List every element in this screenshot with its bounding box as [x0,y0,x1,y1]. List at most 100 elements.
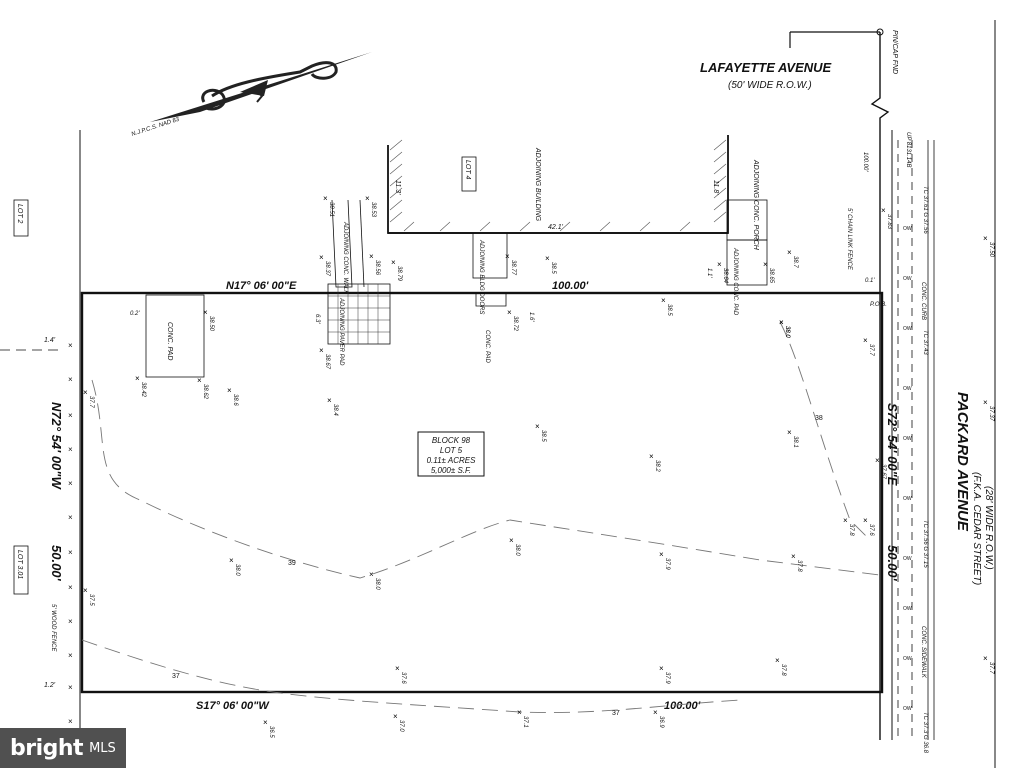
chain-fence-label: 5' CHAIN LINK FENCE [846,208,852,271]
spot-mark: × [659,550,664,559]
lot4-label: LOT 4 [464,160,471,180]
north-distance: 100.00' [552,280,589,292]
spot-elevations: ×38.51×38.53×38.56×38.37×38.79×38.77×38.… [83,194,994,738]
spot-elevation-label: 37.7 [868,344,874,356]
svg-text:OW: OW [903,656,912,662]
conc-pad-a-label: CONC. PAD [166,322,173,360]
spot-elevation-label: 38.6 [232,394,238,406]
svg-text:OW: OW [903,606,912,612]
pin-cap-marker [789,28,890,740]
lot3-label: LOT 3.01 [16,550,23,579]
spot-elevation-label: 37.83 [886,214,892,230]
packard-row-label: (28' WIDE R.O.W.) [983,486,994,570]
spot-mark: × [763,260,768,269]
conc-sidewalk-label: CONC. SIDEWALK [920,626,926,679]
up-label: UP 8131.14B [905,132,911,167]
spot-mark: × [659,664,664,673]
lot-info-box [417,431,485,477]
spot-elevation-label: 38.37 [324,261,330,277]
lot-block: BLOCK 98 [432,436,471,445]
dim-01: 0.1' [865,278,875,284]
spot-elevation-label: 38.7 [792,256,798,268]
spot-mark: × [661,296,666,305]
spot-mark: × [203,308,208,317]
contour-38-label: 38 [815,415,823,422]
svg-text:×: × [68,513,73,522]
svg-text:×: × [68,375,73,384]
north-arrow-label: N.J.P.C.S. NAD 83 [131,117,181,138]
spot-elevation-label: 37.37 [988,406,994,422]
spot-mark: × [881,206,886,215]
spot-mark: × [369,252,374,261]
svg-text:×: × [68,341,73,350]
dim-63: 6.3' [314,314,320,324]
spot-elevation-label: 38.0 [514,544,520,556]
spot-mark: × [791,552,796,561]
spot-mark: × [509,536,514,545]
packard-avenue-edges [891,130,935,740]
spot-mark: × [319,346,324,355]
spot-elevation-label: 38.51 [328,202,334,217]
svg-text:OW: OW [903,436,912,442]
spot-mark: × [327,396,332,405]
spot-mark: × [545,254,550,263]
spot-elevation-label: 37.8 [796,560,802,572]
spot-mark: × [227,386,232,395]
svg-text:×: × [68,479,73,488]
north-arrow-icon [150,52,372,122]
south-distance: 100.00' [664,700,701,712]
spot-mark: × [229,556,234,565]
west-distance: 50.00' [49,545,64,582]
spot-elevation-label: 38.67 [324,354,330,370]
spot-mark: × [787,428,792,437]
contour-38-line [779,321,871,541]
dim-100: 100.00' [862,152,868,172]
east-distance: 50.00' [885,545,900,582]
pob-label: P.O.B. [870,302,887,308]
adj-paver-pad [327,283,391,345]
tc-4: TC 37.3 G 36.8 [922,712,928,754]
adj-doors-label: ADJOINING BLDG DOORS [478,239,484,314]
spot-mark: × [535,422,540,431]
adj-walk-label: ADJOINING CONC. WALK [342,221,348,295]
spot-elevation-label: 37.5 [88,594,94,606]
spot-elevation-label: 38.53 [370,202,376,218]
lot2-label: LOT 2 [16,204,23,224]
svg-text:OW: OW [903,496,912,502]
tc-3: TC 37.56 G 37.15 [922,520,928,568]
spot-elevation-label: 38.0 [374,578,380,590]
spot-mark: × [653,708,658,717]
spot-mark: × [365,194,370,203]
svg-text:OW: OW [903,706,912,712]
spot-elevation-label: 38.62 [202,384,208,400]
adj-paver-label: ADJOINING PAVER PAD [338,297,344,366]
spot-elevation-label: 37.67 [880,464,886,480]
spot-elevation-label: 38.5 [666,304,672,316]
spot-mark: × [391,258,396,267]
spot-mark: × [863,516,868,525]
spot-mark: × [507,308,512,317]
svg-text:×: × [68,411,73,420]
dim-113: 11.3' [394,180,401,195]
spot-mark: × [787,248,792,257]
tc-2: TC 37.43 [922,330,928,355]
spot-elevation-label: 36.5 [268,726,274,738]
tc-1: TC 37.61 G 37.56 [922,186,928,234]
spot-mark: × [393,712,398,721]
spot-mark: × [775,656,780,665]
svg-text:×: × [68,583,73,592]
spot-elevation-label: 38.0 [784,326,790,338]
dim-118: 11.8' [712,180,719,195]
lot-number: LOT 5 [440,446,463,455]
spot-mark: × [875,456,880,465]
east-bearing: S72° 54' 00"E [885,403,900,486]
spot-mark: × [983,234,988,243]
svg-text:×: × [68,651,73,660]
spot-mark: × [863,336,868,345]
spot-mark: × [779,318,784,327]
spot-mark: × [843,516,848,525]
spot-elevation-label: 38.42 [140,382,146,398]
svg-text:OW: OW [903,556,912,562]
